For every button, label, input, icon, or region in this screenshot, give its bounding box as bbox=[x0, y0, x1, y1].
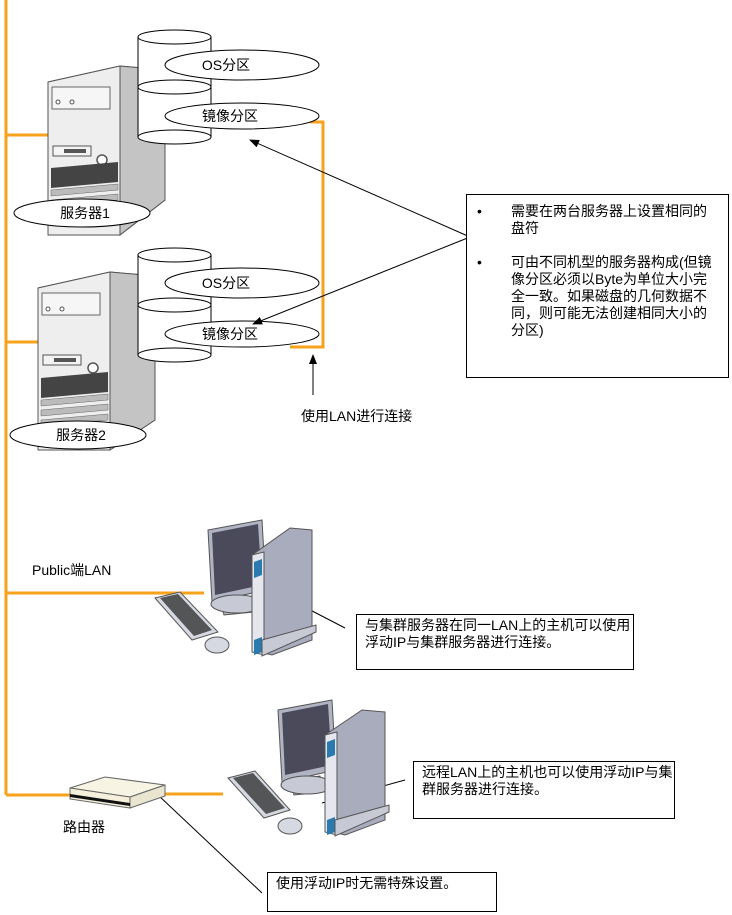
server-name-label: 服务器2 bbox=[56, 427, 106, 443]
requirement-text: 可由不同机型的服务器构成(但镜像分区必须以Byte为单位大小完全一致。如果磁盘的… bbox=[511, 254, 712, 338]
requirements-list: 需要在两台服务器上设置相同的盘符 可由不同机型的服务器构成(但镜像分区必须以By… bbox=[467, 203, 728, 339]
remote-client-note: 远程LAN上的主机也可以使用浮动IP与集群服务器进行连接。 bbox=[413, 761, 675, 819]
remote-client-note-text: 远程LAN上的主机也可以使用浮动IP与集群服务器进行连接。 bbox=[422, 764, 673, 797]
router-note-text: 使用浮动IP时无需特殊设置。 bbox=[276, 875, 458, 891]
router-label: 路由器 bbox=[63, 819, 105, 835]
server-name-ellipse bbox=[13, 198, 151, 228]
arrow-to-mirror-1 bbox=[249, 139, 471, 238]
mirror-partition-ellipse bbox=[164, 320, 320, 348]
local-client-note: 与集群服务器在同一LAN上的主机可以使用浮动IP与集群服务器进行连接。 bbox=[356, 614, 634, 670]
mirror-partition-ellipse bbox=[164, 102, 320, 130]
requirement-item: 需要在两台服务器上设置相同的盘符 bbox=[467, 203, 728, 237]
server-name-ellipse bbox=[9, 420, 147, 450]
public-lan-label: Public端LAN bbox=[32, 562, 111, 578]
local-client-pc-icon bbox=[154, 519, 317, 657]
os-partition-label: OS分区 bbox=[202, 275, 250, 291]
requirements-note: 需要在两台服务器上设置相同的盘符 可由不同机型的服务器构成(但镜像分区必须以By… bbox=[466, 194, 729, 378]
requirement-text: 需要在两台服务器上设置相同的盘符 bbox=[511, 203, 707, 236]
interconnect-lan-line bbox=[290, 120, 325, 349]
router-note: 使用浮动IP时无需特殊设置。 bbox=[267, 872, 497, 912]
server-name-label: 服务器1 bbox=[60, 205, 110, 221]
server-tower-icon bbox=[47, 65, 166, 237]
interconnect-label: 使用LAN进行连接 bbox=[301, 408, 412, 424]
arrow-to-mirror-2 bbox=[252, 236, 471, 325]
leader-router bbox=[157, 794, 263, 894]
mirror-partition-label: 镜像分区 bbox=[202, 326, 258, 342]
local-client-note-text: 与集群服务器在同一LAN上的主机可以使用浮动IP与集群服务器进行连接。 bbox=[365, 617, 631, 650]
os-partition-label: OS分区 bbox=[202, 57, 250, 73]
remote-client-pc-icon bbox=[227, 699, 390, 837]
router-icon bbox=[69, 776, 166, 809]
mirror-partition-label: 镜像分区 bbox=[202, 108, 258, 124]
server-2: OS分区 镜像分区 服务器2 bbox=[9, 247, 320, 451]
server-1: OS分区 镜像分区 服务器1 bbox=[13, 29, 320, 237]
os-partition-ellipse bbox=[164, 267, 320, 299]
requirement-item: 可由不同机型的服务器构成(但镜像分区必须以Byte为单位大小完全一致。如果磁盘的… bbox=[467, 254, 728, 339]
os-partition-ellipse bbox=[164, 49, 320, 81]
